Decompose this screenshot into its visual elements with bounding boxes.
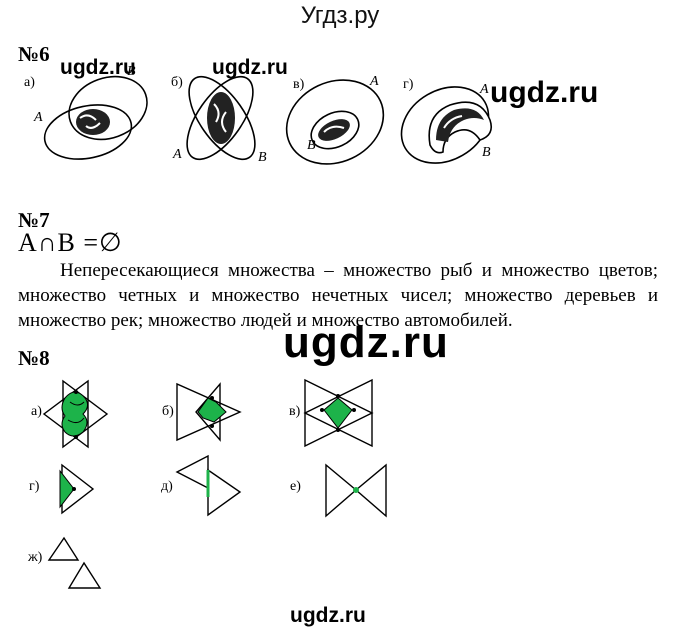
task-6-item-v-set-a: A bbox=[370, 74, 379, 89]
triangles-figure-zh bbox=[47, 536, 102, 589]
triangles-figure-e bbox=[325, 463, 387, 518]
task-6-item-b-set-a: A bbox=[173, 147, 182, 162]
task-8-number: №8 bbox=[18, 346, 50, 370]
task-6-item-v-label: в) bbox=[293, 77, 305, 92]
triangles-figure-b bbox=[176, 382, 242, 442]
task-6-item-g-label: г) bbox=[403, 77, 414, 92]
task-8-item-g-label: г) bbox=[29, 479, 40, 494]
task-8-item-b-label: б) bbox=[162, 404, 174, 419]
task-8-item-zh-label: ж) bbox=[28, 550, 43, 565]
task-6-number: №6 bbox=[18, 42, 50, 66]
triangles-figure-g bbox=[59, 463, 95, 515]
watermark-small-2: ugdz.ru bbox=[212, 56, 288, 79]
task-7-number: №7 bbox=[18, 208, 50, 232]
task-6-item-v-set-b: B bbox=[307, 138, 316, 153]
watermark-footer: ugdz.ru bbox=[290, 604, 366, 627]
task-6-item-g-set-a: A bbox=[480, 82, 489, 97]
task-6-item-b-label: б) bbox=[171, 75, 183, 90]
task-8-item-d-label: д) bbox=[161, 479, 173, 494]
watermark-medium: ugdz.ru bbox=[490, 76, 599, 109]
triangles-figure-v bbox=[303, 378, 374, 448]
task-6-item-g-set-b: B bbox=[482, 145, 491, 160]
watermark-large: ugdz.ru bbox=[283, 318, 449, 367]
venn-diagram-g bbox=[400, 86, 493, 164]
task-7-answer-text: Непересекающиеся множества – множество р… bbox=[18, 260, 658, 331]
venn-diagram-b bbox=[186, 75, 256, 161]
task-6-item-a-set-a: A bbox=[34, 110, 43, 125]
triangles-figure-d bbox=[175, 454, 242, 517]
site-title: Угдз.ру bbox=[300, 2, 380, 29]
venn-diagram-v bbox=[285, 79, 385, 165]
task-8-item-v-label: в) bbox=[289, 404, 301, 419]
task-8-item-e-label: е) bbox=[290, 479, 301, 494]
venn-diagram-a bbox=[43, 75, 148, 160]
watermark-small-1: ugdz.ru bbox=[60, 56, 136, 79]
triangles-figure-a bbox=[42, 379, 109, 449]
task-6-item-a-label: а) bbox=[24, 75, 35, 90]
task-8-item-a-label: а) bbox=[31, 404, 42, 419]
task-7-formula: A∩B =∅ bbox=[18, 228, 123, 257]
task-6-item-b-set-b: B bbox=[258, 150, 267, 165]
task-6-item-a-set-b: B bbox=[127, 64, 136, 79]
